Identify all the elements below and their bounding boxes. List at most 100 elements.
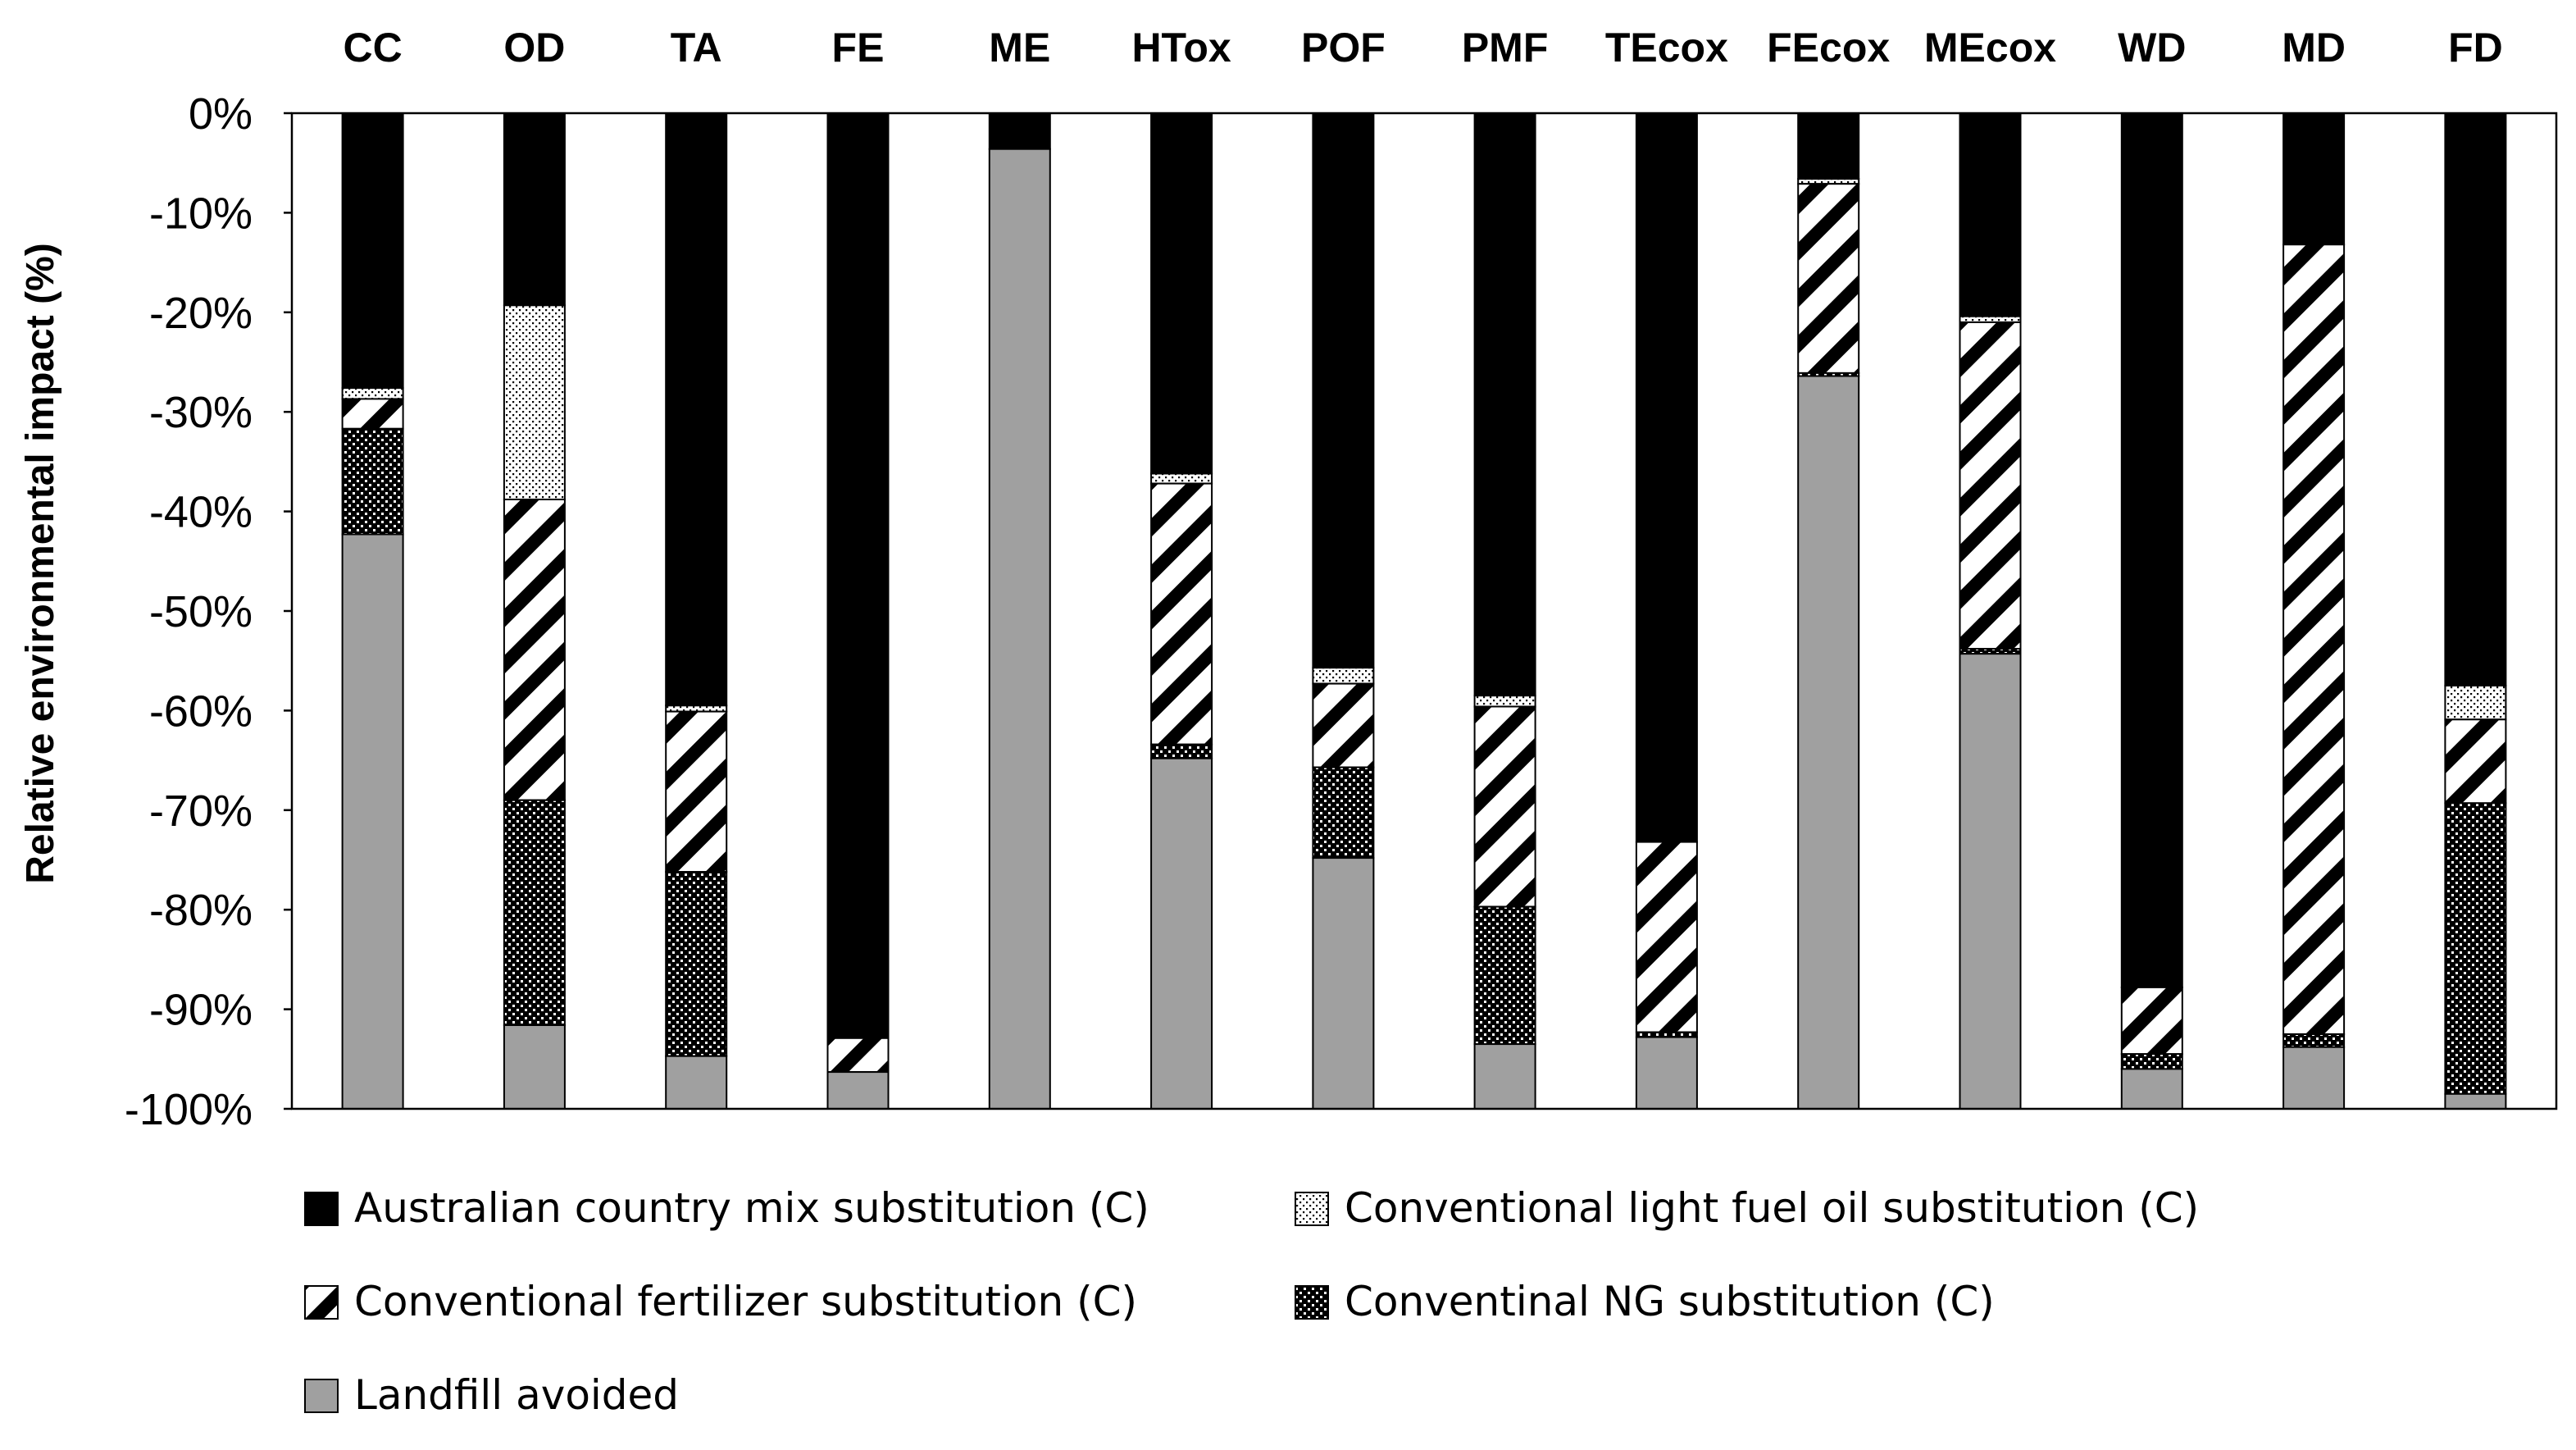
bar-segment-cc-s1: [341, 387, 404, 400]
legend-swatch: [1295, 1192, 1329, 1226]
plot-border: [290, 112, 2558, 1110]
y-tick-label: -60%: [149, 686, 253, 736]
bar-segment-od-s3: [503, 799, 566, 1027]
legend-swatch: [304, 1285, 339, 1320]
bar-segment-fecox-s0: [1797, 112, 1860, 180]
y-tick-label: -20%: [149, 289, 253, 338]
bar-segment-wd-s0: [2120, 112, 2183, 988]
category-label-fe: FE: [832, 25, 885, 71]
legend-item: Landfill avoided: [304, 1371, 679, 1419]
bar-segment-ta-s4: [665, 1055, 728, 1110]
bar-segment-htox-s0: [1150, 112, 1213, 475]
bar-segment-ta-s0: [665, 112, 728, 707]
bar-segment-fd-s0: [2444, 112, 2507, 686]
bar-segment-od-s4: [503, 1024, 566, 1110]
bar-segment-pof-s0: [1312, 112, 1375, 669]
category-label-pmf: PMF: [1462, 25, 1549, 71]
bar-segment-pmf-s0: [1473, 112, 1536, 697]
legend-item: Conventional fertilizer substitution (C): [304, 1278, 1137, 1325]
bar-segment-fecox-s2: [1797, 183, 1860, 374]
plot-bars: [341, 112, 2507, 1110]
category-label-htox: HTox: [1131, 25, 1231, 71]
bar-segment-od-s0: [503, 112, 566, 307]
bar-segment-mecox-s2: [1959, 321, 2022, 650]
bar-segment-md-s2: [2282, 244, 2346, 1035]
bar-segment-fe-s2: [826, 1037, 890, 1074]
bar-segment-fecox-s4: [1797, 375, 1860, 1110]
y-tick-label: -100%: [125, 1085, 253, 1134]
bar-segment-pof-s3: [1312, 766, 1375, 860]
bar-segment-ta-s2: [665, 710, 728, 873]
y-tick-label: 0%: [189, 89, 253, 139]
legend-label: Landfill avoided: [354, 1371, 679, 1419]
category-label-me: ME: [989, 25, 1050, 71]
bar-segment-mecox-s4: [1959, 653, 2022, 1110]
bar-segment-fe-s0: [826, 112, 890, 1039]
bar-segment-htox-s2: [1150, 482, 1213, 746]
bar-segment-cc-s3: [341, 427, 404, 536]
legend-label: Conventional light fuel oil substitution…: [1345, 1184, 2199, 1232]
legend-label: Conventinal NG substitution (C): [1345, 1278, 1995, 1325]
category-label-pof: POF: [1301, 25, 1386, 71]
bar-segment-tecox-s2: [1635, 841, 1698, 1033]
bar-segment-fd-s3: [2444, 802, 2507, 1095]
bar-segment-pmf-s3: [1473, 905, 1536, 1046]
bar-segment-mecox-s0: [1959, 112, 2022, 317]
y-tick-label: -80%: [149, 886, 253, 935]
legend: Australian country mix substitution (C) C…: [304, 1184, 2199, 1419]
y-tick-label: -70%: [149, 787, 253, 836]
legend-item: Australian country mix substitution (C): [304, 1184, 1149, 1232]
bar-segment-ta-s3: [665, 871, 728, 1057]
bar-segment-wd-s4: [2120, 1068, 2183, 1110]
bar-segment-wd-s2: [2120, 986, 2183, 1056]
category-label-ta: TA: [671, 25, 722, 71]
y-tick-label: -50%: [149, 587, 253, 636]
plot-frame: [290, 112, 2558, 1110]
y-axis: 0%-10%-20%-30%-40%-50%-60%-70%-80%-90%-1…: [125, 89, 292, 1134]
bar-segment-pmf-s4: [1473, 1043, 1536, 1110]
category-labels: CC OD TA FE ME HTox POF PMF TEcox FEcox MEcox WD MD F…: [343, 25, 2502, 71]
bar-segment-pof-s2: [1312, 682, 1375, 768]
bar-segment-htox-s1: [1150, 472, 1213, 485]
bar-segment-pmf-s1: [1473, 695, 1536, 708]
bar-segment-md-s0: [2282, 112, 2346, 246]
bar-segment-pof-s1: [1312, 667, 1375, 685]
category-label-tecox: TEcox: [1605, 25, 1728, 71]
bar-segment-tecox-s0: [1635, 112, 1698, 843]
bar-segment-fe-s4: [826, 1071, 890, 1110]
bar-segment-tecox-s4: [1635, 1036, 1698, 1110]
bar-segment-md-s4: [2282, 1046, 2346, 1110]
legend-label: Conventional fertilizer substitution (C): [354, 1278, 1137, 1325]
bar-segment-fd-s4: [2444, 1092, 2507, 1110]
legend-item: Conventinal NG substitution (C): [1295, 1278, 1995, 1325]
category-label-md: MD: [2282, 25, 2346, 71]
bar-segment-htox-s4: [1150, 757, 1213, 1110]
category-label-mecox: MEcox: [1924, 25, 2056, 71]
bar-segment-cc-s4: [341, 533, 404, 1110]
category-label-fd: FD: [2448, 25, 2503, 71]
legend-label: Australian country mix substitution (C): [354, 1184, 1149, 1232]
legend-swatch: [304, 1192, 339, 1226]
y-tick-label: -10%: [149, 189, 253, 238]
bar-segment-me-s4: [988, 148, 1051, 1110]
category-label-wd: WD: [2118, 25, 2186, 71]
legend-swatch: [304, 1379, 339, 1413]
legend-item: Conventional light fuel oil substitution…: [1295, 1184, 2199, 1232]
bar-segment-md-s3: [2282, 1033, 2346, 1048]
bar-segment-od-s1: [503, 304, 566, 500]
bar-segment-cc-s2: [341, 398, 404, 430]
bar-segment-me-s0: [988, 112, 1051, 150]
bar-segment-pmf-s2: [1473, 705, 1536, 908]
bar-segment-cc-s0: [341, 112, 404, 390]
category-label-od: OD: [503, 25, 565, 71]
legend-swatch: [1295, 1285, 1329, 1320]
bar-segment-wd-s3: [2120, 1053, 2183, 1070]
bar-segment-od-s2: [503, 499, 566, 801]
bar-segment-ta-s1: [665, 704, 728, 713]
y-tick-label: -90%: [149, 986, 253, 1035]
y-axis-title: Relative environmental impact (%): [19, 243, 62, 884]
category-label-cc: CC: [343, 25, 402, 71]
category-label-fecox: FEcox: [1767, 25, 1890, 71]
